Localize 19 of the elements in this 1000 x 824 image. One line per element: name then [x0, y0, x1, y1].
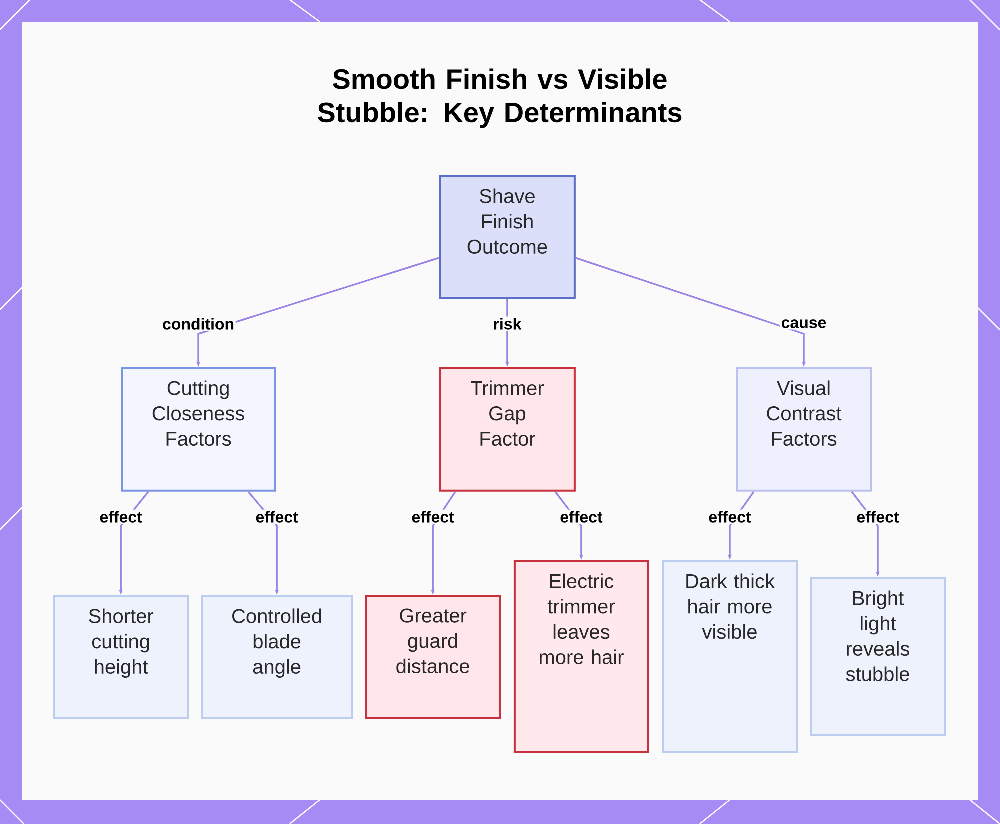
- process-box: Greater guard distance: [365, 595, 502, 720]
- title: Smooth Finish vs Visible Stubble: Key Determinants: [318, 68, 682, 128]
- process-box: Trimmer Gap Factor: [439, 367, 576, 492]
- process-box: Electric trimmer leaves more hair: [514, 560, 649, 753]
- edge-label: risk: [492, 316, 524, 332]
- process-box: Shave Finish Outcome: [439, 175, 576, 300]
- edge-label: condition: [161, 316, 236, 332]
- process-box: Visual Contrast Factors: [736, 367, 872, 492]
- edge-label: effect: [855, 510, 901, 524]
- process-box: Dark thick hair more visible: [662, 560, 798, 753]
- edge-label: effect: [254, 510, 300, 524]
- process-box: Controlled blade angle: [201, 595, 354, 720]
- edge-label: effect: [410, 510, 456, 524]
- process-box: Shorter cutting height: [53, 595, 190, 720]
- process-box: Bright light reveals stubble: [810, 576, 946, 736]
- process-box: Cutting Closeness Factors: [121, 367, 276, 492]
- edge-label: effect: [707, 510, 753, 524]
- edge-label: effect: [98, 510, 144, 524]
- edge-label: effect: [558, 510, 604, 524]
